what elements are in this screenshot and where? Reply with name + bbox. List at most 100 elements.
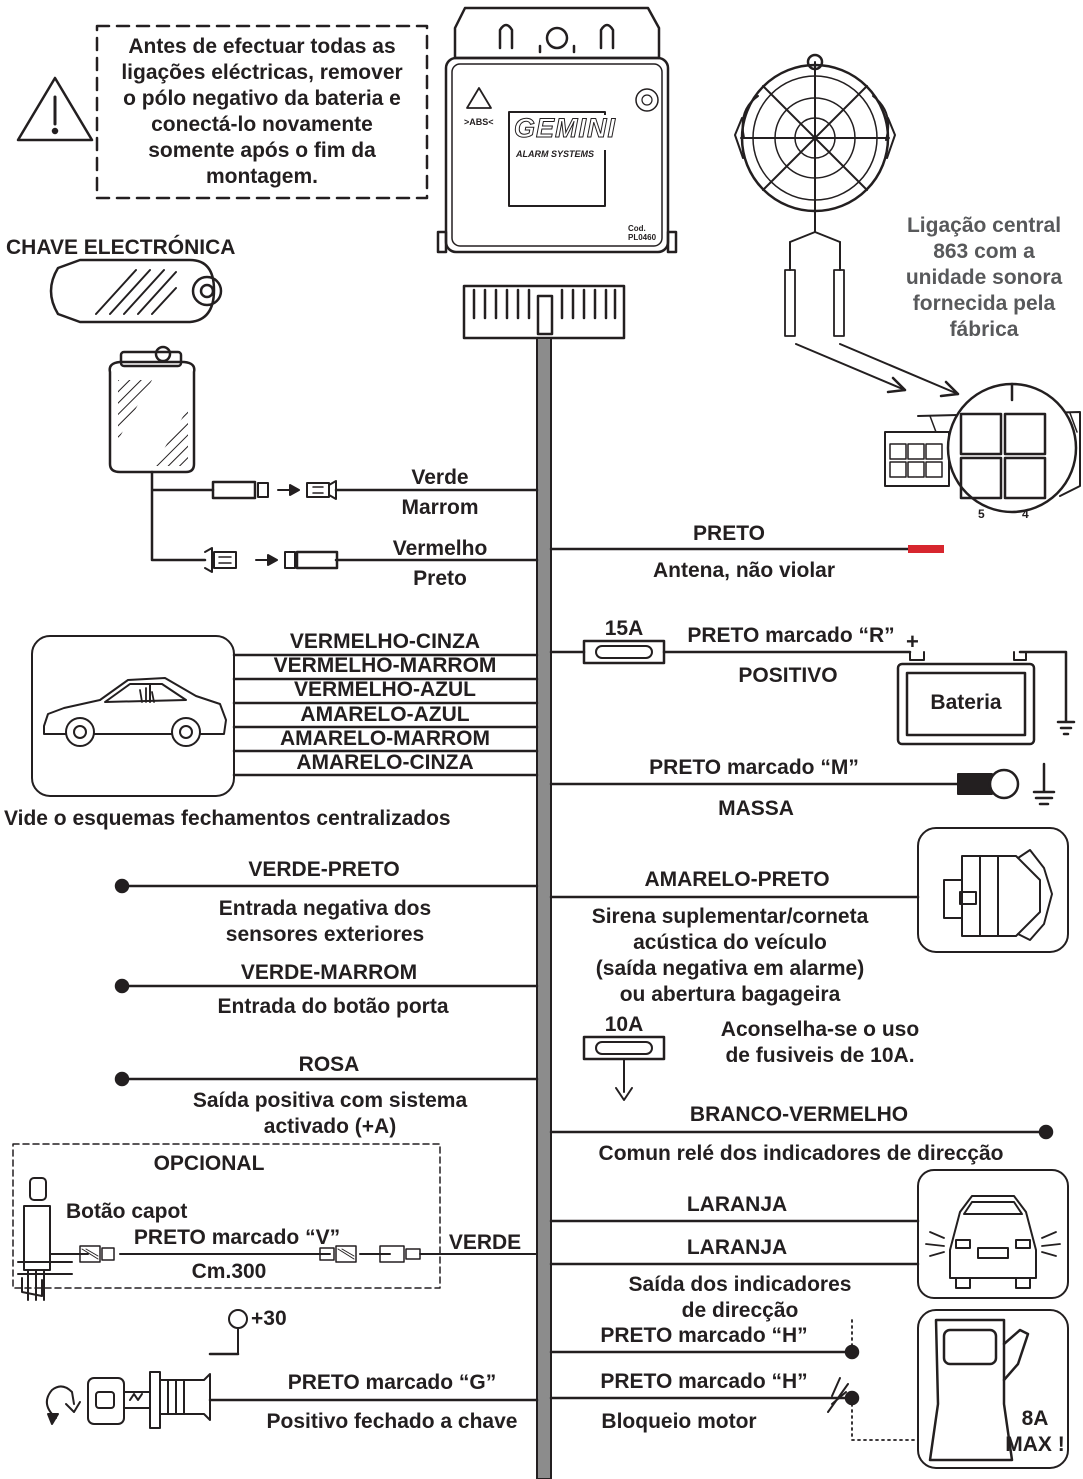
fuse-15a-label: 15A — [604, 617, 644, 640]
pin-label: 5 — [978, 507, 985, 521]
warning-line: montagem. — [205, 165, 318, 188]
desc-line: ou abertura bagageira — [619, 983, 841, 1006]
desc-line: activado (+A) — [263, 1115, 397, 1138]
wire-label-laranja-1: LARANJA — [686, 1193, 788, 1216]
central-unit — [436, 6, 678, 254]
wire-label-vermelho: Vermelho — [392, 537, 488, 560]
main-connector — [462, 284, 626, 340]
plus30-label: +30 — [251, 1307, 287, 1330]
wire-label-verde: Verde — [411, 466, 469, 489]
unit-code: Cod. PL0460 — [628, 224, 657, 242]
wire-label-verde-preto: VERDE-PRETO — [248, 858, 400, 881]
fuel-relay-icon — [928, 1318, 1030, 1462]
rosa-desc: Saída positiva com sistema activado (+A) — [160, 1088, 500, 1140]
desc-line: Saída positiva com sistema — [192, 1089, 468, 1112]
connector-icon — [79, 1245, 101, 1263]
indicators-box — [917, 1169, 1069, 1299]
desc-line: Sirena suplementar/corneta — [591, 905, 869, 928]
massa-label: MASSA — [718, 797, 794, 820]
abs-mark: >ABS< — [464, 117, 494, 127]
desc-line: Entrada negativa dos — [218, 897, 432, 920]
wire-label-preto-h-1: PRETO marcado “H” — [600, 1324, 808, 1347]
ignition-key-icon — [45, 1309, 248, 1429]
wire-label-marrom: Marrom — [401, 496, 479, 519]
wire-label-preto-r: PRETO marcado “R” — [687, 624, 895, 647]
relay-amp: 8A — [1021, 1407, 1049, 1430]
wire-label-preto-g: PRETO marcado “G” — [287, 1371, 497, 1394]
siren-note-line: Ligação central — [906, 214, 1062, 237]
wire-label-antenna: PRETO — [693, 522, 765, 545]
warning-icon — [16, 76, 94, 142]
cable-length: Cm.300 — [191, 1260, 267, 1283]
fuse-note: Aconselha-se o uso de fusiveis de 10A. — [690, 1017, 950, 1069]
main-trunk — [536, 337, 552, 1479]
antenna-tip — [908, 545, 944, 553]
siren-note: Ligação central 863 com a unidade sonora… — [885, 213, 1083, 343]
wire-label: VERMELHO-MARROM — [273, 654, 497, 677]
preto-g-desc: Positivo fechado a chave — [266, 1410, 518, 1433]
ground-icon — [1032, 762, 1056, 806]
hood-button-label: Botão capot — [66, 1200, 188, 1223]
wire-label-verde-marrom: VERDE-MARROM — [240, 961, 418, 984]
brand-subtitle: ALARM SYSTEMS — [516, 149, 595, 159]
scissors-icon — [827, 1377, 849, 1413]
wire-label: VERMELHO-CINZA — [289, 630, 481, 653]
battery-label: Bateria — [930, 691, 1002, 714]
antenna-desc: Antena, não violar — [652, 559, 836, 582]
branco-vermelho-desc: Comun relé dos indicadores de direcção — [598, 1142, 1004, 1165]
horn-icon — [943, 849, 1053, 941]
wire-label-verde-opt: VERDE — [448, 1231, 522, 1254]
wire-label-preto-v: PRETO marcado “V” — [133, 1226, 341, 1249]
relay-max-text: MAX ! — [1005, 1433, 1065, 1456]
siren-note-line: unidade sonora — [905, 266, 1063, 289]
desc-line: de direcção — [681, 1299, 799, 1322]
fuse-15a-icon — [582, 639, 666, 665]
horn-box — [917, 827, 1069, 953]
wire-label-laranja-2: LARANJA — [686, 1236, 788, 1259]
warning-line: conectá-lo novamente — [151, 113, 373, 136]
siren-note-line: fornecida pela — [912, 292, 1056, 315]
amarelo-preto-desc: Sirena suplementar/corneta acústica do v… — [560, 904, 900, 1008]
warning-line: Antes de efectuar todas as — [128, 35, 396, 58]
relay-box — [917, 1309, 1069, 1469]
remote-title: CHAVE ELECTRÓNICA — [6, 236, 236, 259]
wire-label-amarelo-preto: AMARELO-PRETO — [644, 868, 830, 891]
wire-label: AMARELO-CINZA — [296, 751, 474, 774]
desc-line: sensores exteriores — [225, 923, 425, 946]
remote-icon — [108, 345, 196, 474]
pin-label: 4 — [1022, 507, 1029, 521]
brand-logo: GEMINI — [513, 113, 617, 143]
positivo-label: POSITIVO — [738, 664, 838, 687]
siren-connector — [884, 382, 1081, 514]
siren-note-line: fábrica — [949, 318, 1019, 341]
verde-preto-desc: Entrada negativa dos sensores exteriores — [180, 896, 470, 948]
siren-unit — [734, 53, 960, 398]
wire-label-preto-m: PRETO marcado “M” — [649, 756, 859, 779]
warning-line: o pólo negativo da bateria e — [123, 87, 401, 110]
warning-line: somente após o fim da — [148, 139, 376, 162]
desc-line: de fusiveis de 10A. — [725, 1044, 915, 1067]
optional-box — [12, 1143, 441, 1289]
wire-label-rosa: ROSA — [298, 1053, 360, 1076]
wire-label-branco-vermelho: BRANCO-VERMELHO — [689, 1103, 909, 1126]
ground-lug-icon — [957, 773, 993, 795]
relay-max: 8A MAX ! — [1000, 1406, 1070, 1458]
wire-label-preto-h-2: PRETO marcado “H” — [600, 1370, 808, 1393]
wire-label: VERMELHO-AZUL — [294, 678, 476, 701]
key-fob-icon — [49, 258, 223, 324]
desc-line: Saída dos indicadores — [628, 1273, 852, 1296]
warning-box — [95, 24, 429, 200]
fuse-10a-label: 10A — [604, 1013, 644, 1036]
desc-line: Aconselha-se o uso — [720, 1018, 920, 1041]
siren-note-line: 863 com a — [933, 240, 1035, 263]
warning-line: ligações eléctricas, remover — [121, 61, 403, 84]
laranja-desc: Saída dos indicadores de direcção — [600, 1272, 880, 1324]
wire-label: AMARELO-AZUL — [300, 703, 470, 726]
car-front-icon — [925, 1195, 1061, 1289]
battery-plus: + — [906, 629, 919, 654]
warning-text: Antes de efectuar todas as ligações eléc… — [100, 34, 424, 190]
optional-title: OPCIONAL — [153, 1152, 265, 1175]
hood-button-icon — [17, 1177, 73, 1301]
bloqueio-label: Bloqueio motor — [601, 1410, 757, 1433]
verde-marrom-desc: Entrada do botão porta — [217, 995, 449, 1018]
